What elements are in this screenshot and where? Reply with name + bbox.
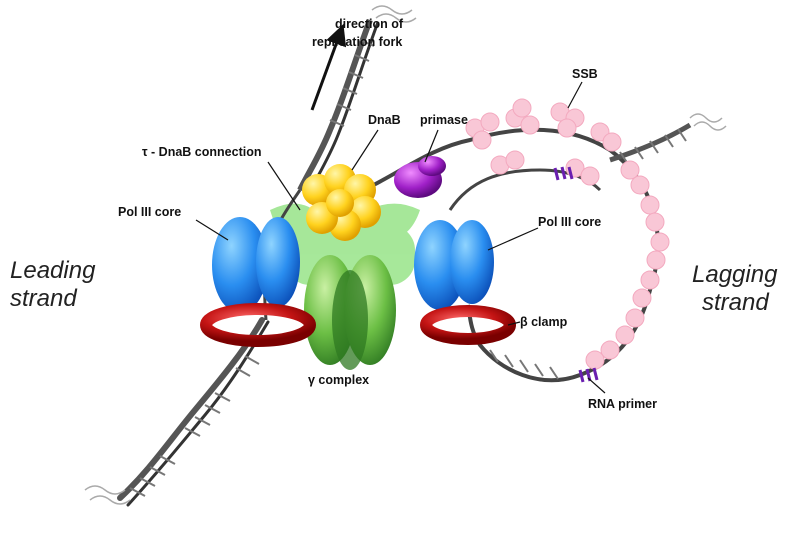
ssb-proteins (465, 98, 670, 370)
label-dnab: DnaB (368, 113, 401, 127)
label-direction-2: replication fork (312, 35, 402, 49)
label-leading-1: Leading (10, 257, 96, 284)
direction-arrow (310, 24, 347, 111)
pointer-primase (424, 129, 439, 163)
label-pol3-left: Pol III core (118, 205, 181, 219)
primase (394, 156, 446, 198)
pointer-ssb (567, 81, 583, 109)
rna-primer-upper (553, 166, 574, 181)
right-end-squiggle (689, 113, 727, 131)
pointer-tau (267, 161, 301, 211)
beta-clamp-left (200, 303, 316, 347)
pol3-core-right (414, 220, 494, 310)
label-primase: primase (420, 113, 468, 127)
leading-helix-rungs (129, 355, 260, 497)
pointer-dnab (351, 129, 379, 171)
label-direction-1: direction of (335, 17, 404, 31)
label-gamma-complex: γ complex (308, 373, 369, 387)
label-leading-2: strand (10, 285, 77, 312)
label-tau-dnab: τ - DnaB connection (142, 145, 261, 159)
lagging-lower-helix (489, 349, 559, 380)
beta-clamp-right (420, 305, 516, 345)
pointer-beta (507, 321, 521, 326)
top-end-squiggle (371, 5, 417, 23)
leading-strand-dna (117, 317, 270, 507)
label-ssb: SSB (572, 67, 598, 81)
label-lagging-1: Lagging (692, 261, 778, 288)
leading-end-squiggle (84, 485, 131, 505)
label-rna-primer: RNA primer (588, 397, 657, 411)
pointer-rna-primer (587, 377, 606, 394)
lagging-helix-rungs (619, 128, 687, 165)
pointer-pol3-left (195, 219, 229, 241)
pointer-pol3-right (487, 227, 539, 251)
label-beta-clamp: β clamp (520, 315, 568, 329)
label-lagging-2: strand (702, 289, 769, 316)
label-pol3-right: Pol III core (538, 215, 601, 229)
parental-helix-rungs (329, 39, 375, 127)
pol3-core-left (212, 217, 300, 313)
dnab-helicase (302, 164, 381, 241)
gamma-complex (304, 255, 396, 370)
rna-primer-lower (578, 367, 599, 383)
